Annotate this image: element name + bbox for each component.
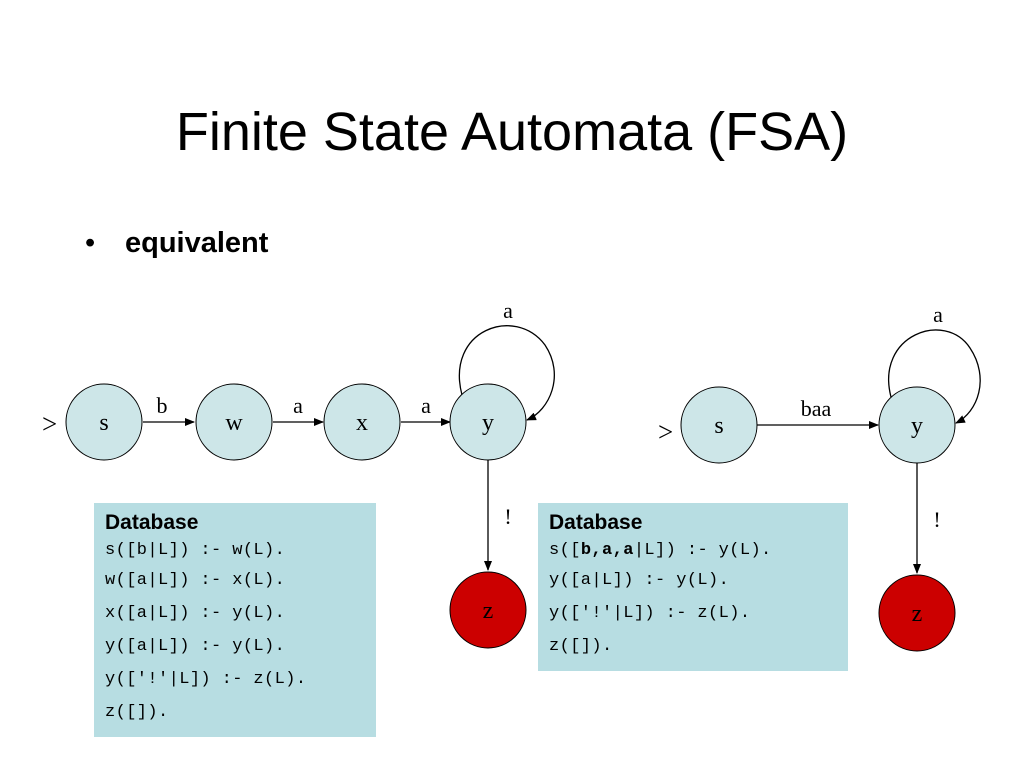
- left-edge-label-a1: a: [293, 393, 303, 418]
- right-db-line: y(['!'|L]) :- z(L).: [549, 604, 751, 623]
- left-db-line: s([b|L]) :- w(L).: [105, 541, 286, 560]
- left-db-line: w([a|L]) :- x(L).: [105, 571, 286, 590]
- right-state-z: [878, 574, 956, 652]
- left-fsa: > s w x y z b a a a !: [42, 298, 555, 649]
- right-state-y-label: y: [911, 413, 923, 439]
- right-db-line1-post: |L]) :- y(L).: [633, 541, 772, 560]
- bullet-text: equivalent: [125, 227, 269, 259]
- right-database-box: Database s([b,a,a|L]) :- y(L). y([a|L]) …: [538, 503, 848, 671]
- right-database-title: Database: [549, 511, 643, 534]
- right-start-marker: >: [658, 417, 673, 447]
- left-state-s: [65, 383, 143, 461]
- right-db-line: y([a|L]) :- y(L).: [549, 571, 730, 590]
- right-edge-label-excl: !: [933, 507, 940, 532]
- right-state-s-label: s: [714, 413, 723, 439]
- right-db-line: z([]).: [549, 637, 613, 656]
- left-state-w: [195, 383, 273, 461]
- right-loop-y: [888, 329, 981, 424]
- right-loop-label-a: a: [933, 302, 943, 327]
- right-state-z-label: z: [912, 601, 923, 627]
- right-db-line: s([b,a,a|L]) :- y(L).: [549, 537, 838, 564]
- left-state-y: [449, 383, 527, 461]
- left-start-marker: >: [42, 409, 57, 439]
- right-db-line1-bold: b,a,a: [580, 541, 634, 560]
- bullet-dot: •: [85, 227, 96, 259]
- left-state-z: [449, 571, 527, 649]
- slide-title: Finite State Automata (FSA): [175, 102, 849, 162]
- left-state-y-label: y: [482, 410, 494, 436]
- left-state-x-label: x: [356, 410, 368, 436]
- left-loop-y: [458, 325, 555, 421]
- left-edge-label-b: b: [157, 393, 168, 418]
- left-state-x: [323, 383, 401, 461]
- left-state-w-label: w: [225, 410, 243, 436]
- left-database-box: Database s([b|L]) :- w(L). w([a|L]) :- x…: [94, 503, 376, 737]
- left-state-z-label: z: [483, 598, 494, 624]
- right-edge-label-baa: baa: [801, 396, 832, 421]
- left-state-s-label: s: [99, 410, 108, 436]
- left-db-line: z([]).: [105, 703, 169, 722]
- left-loop-label-a: a: [503, 298, 513, 323]
- left-database-title: Database: [105, 511, 199, 534]
- right-state-s: [680, 386, 758, 464]
- left-edge-label-a2: a: [421, 393, 431, 418]
- right-fsa: > s y z baa a !: [658, 302, 981, 652]
- bullet-item: • equivalent: [85, 225, 268, 261]
- left-db-line: x([a|L]) :- y(L).: [105, 604, 286, 623]
- right-db-line1-pre: s([: [549, 541, 581, 560]
- left-edge-label-excl: !: [504, 504, 511, 529]
- right-state-y: [878, 386, 956, 464]
- left-db-line: y([a|L]) :- y(L).: [105, 637, 286, 656]
- left-db-line: y(['!'|L]) :- z(L).: [105, 670, 307, 689]
